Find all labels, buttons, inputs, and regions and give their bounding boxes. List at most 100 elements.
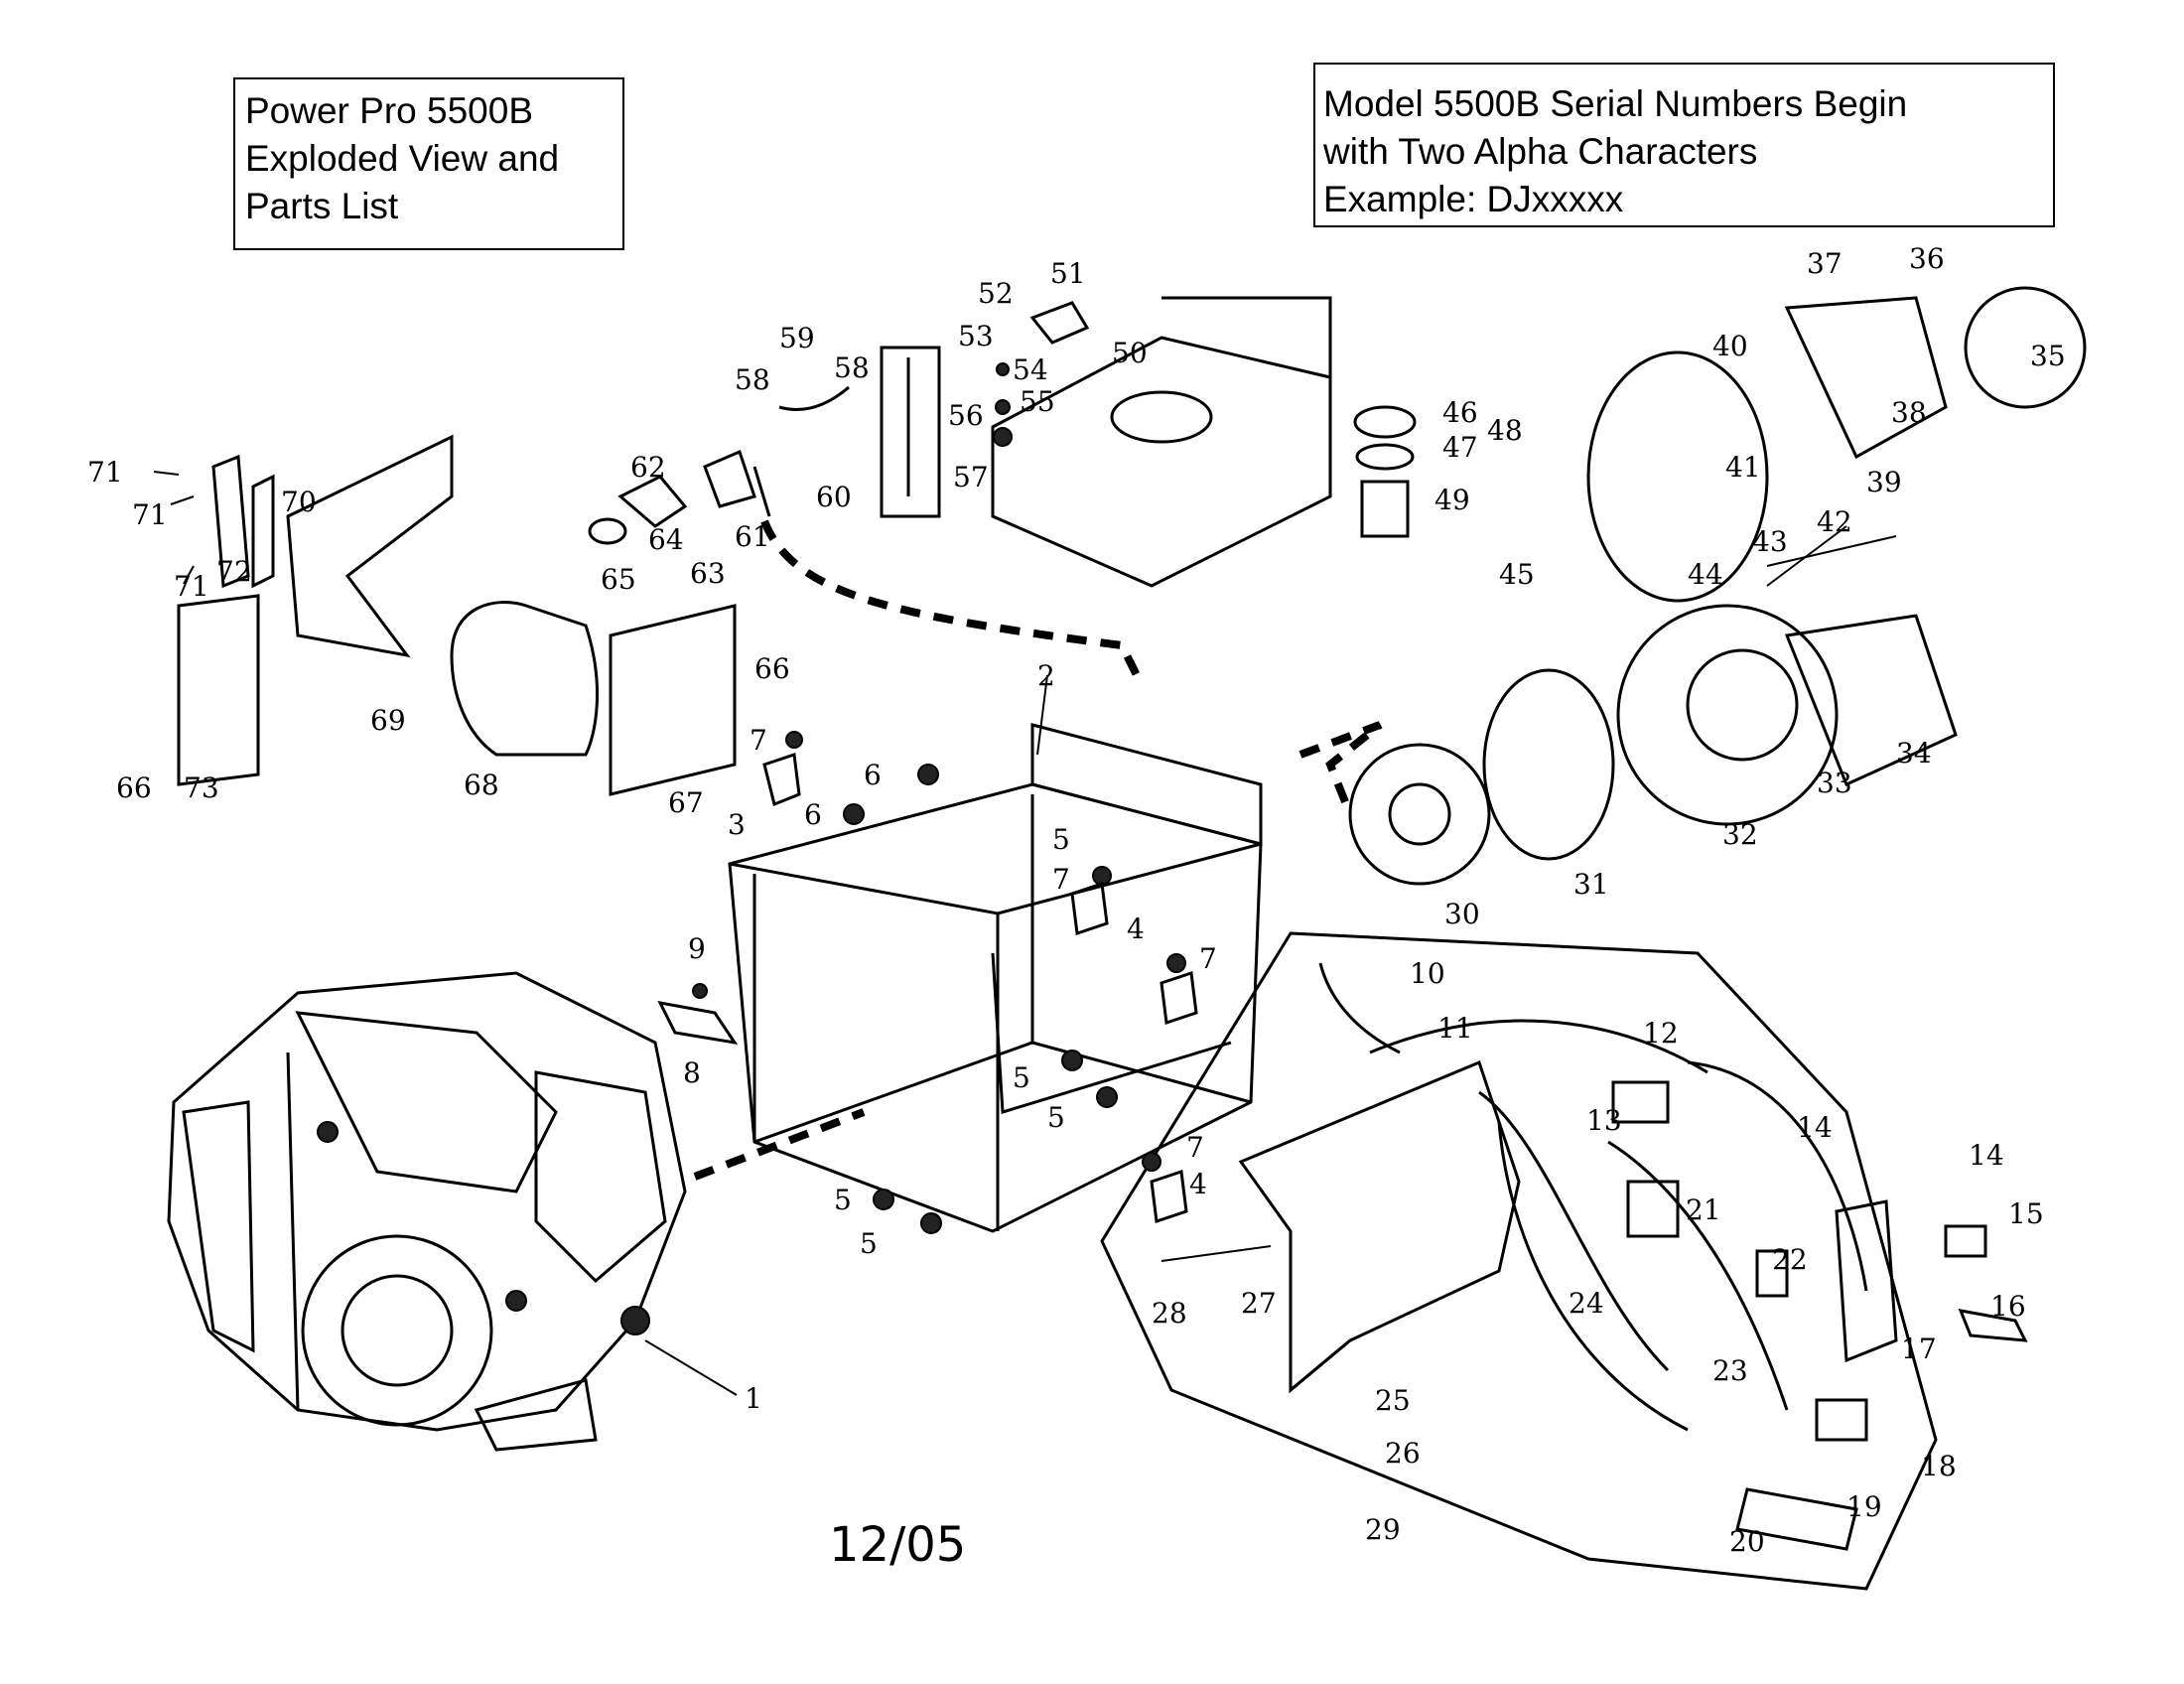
callout-number: 69 (370, 704, 406, 737)
fuel-cap-drawing (1353, 405, 1417, 538)
callout-number: 58 (735, 363, 770, 396)
callout-number: 61 (735, 520, 770, 553)
serial-note-line: with Two Alpha Characters (1323, 131, 1758, 172)
callout-number: 14 (1797, 1111, 1833, 1144)
callout-number: 14 (1969, 1139, 2004, 1172)
callout-number: 40 (1712, 330, 1748, 362)
fuel-valve-drawing (993, 301, 1090, 447)
callout-number: 5 (834, 1184, 852, 1216)
callout-number: 24 (1569, 1287, 1604, 1320)
callout-number: 5 (1047, 1101, 1065, 1134)
callout-number: 26 (1385, 1437, 1421, 1470)
callout-number: 11 (1437, 1012, 1473, 1045)
control-panel-drawing (1100, 931, 2028, 1591)
callout-number: 5 (1052, 823, 1070, 856)
serial-note-line: Model 5500B Serial Numbers Begin (1323, 83, 1908, 124)
callout-number: 9 (688, 932, 706, 965)
callout-number: 22 (1772, 1243, 1808, 1276)
callout-number: 60 (816, 481, 852, 513)
callout-number: 71 (132, 498, 168, 531)
callout-number: 62 (630, 451, 666, 484)
callout-number: 66 (116, 772, 152, 804)
callout-number: 66 (754, 652, 790, 685)
callout-number: 6 (804, 798, 822, 831)
callout-number: 3 (728, 808, 746, 841)
callout-number: 33 (1817, 767, 1852, 799)
leader-lines (153, 471, 1048, 1396)
callout-number: 63 (690, 557, 726, 590)
callout-number: 47 (1442, 431, 1478, 464)
assembly-arrows (693, 519, 1383, 1181)
title-line: Parts List (245, 186, 399, 226)
title-line: Power Pro 5500B (245, 90, 534, 131)
callout-number: 25 (1375, 1384, 1411, 1417)
callout-number: 7 (1186, 1131, 1204, 1164)
callout-number: 35 (2030, 340, 2066, 372)
callout-number: 39 (1866, 466, 1902, 498)
callout-number: 28 (1152, 1297, 1187, 1330)
callout-number: 73 (184, 772, 219, 804)
callout-number: 2 (1037, 659, 1055, 692)
callout-number: 46 (1442, 396, 1478, 429)
callout-number: 48 (1487, 414, 1523, 447)
callout-number: 68 (464, 769, 499, 801)
callout-number: 55 (1020, 385, 1055, 418)
revision-date: 12/05 (829, 1517, 967, 1573)
callout-number: 8 (683, 1056, 701, 1089)
callout-number: 21 (1686, 1193, 1721, 1226)
callout-number: 70 (281, 486, 317, 518)
callout-number: 12 (1643, 1017, 1679, 1050)
callout-number: 42 (1817, 505, 1852, 538)
callout-number: 64 (648, 523, 684, 556)
muffler-drawing (177, 434, 756, 796)
callout-number: 44 (1688, 558, 1723, 591)
callout-number: 53 (958, 320, 994, 352)
callout-number: 7 (1199, 942, 1217, 975)
callout-number: 54 (1013, 353, 1048, 386)
callout-number: 67 (668, 786, 704, 819)
diagram-title-box: Power Pro 5500B Exploded View and Parts … (233, 77, 624, 250)
callout-number: 23 (1712, 1354, 1748, 1387)
callout-number: 36 (1909, 242, 1945, 275)
title-line: Exploded View and (245, 138, 560, 179)
fastener-drawings (657, 731, 1198, 1234)
callout-number: 27 (1241, 1287, 1277, 1320)
callout-number: 29 (1365, 1513, 1401, 1546)
callout-number: 37 (1807, 247, 1843, 280)
callout-number: 56 (948, 399, 984, 432)
part-drawings (167, 286, 2087, 1591)
callout-number: 1 (745, 1382, 762, 1415)
callout-number: 32 (1722, 818, 1758, 851)
callout-number: 34 (1896, 737, 1932, 770)
callout-number: 17 (1901, 1333, 1937, 1365)
callout-number: 45 (1499, 558, 1535, 591)
callout-number: 31 (1573, 868, 1609, 901)
callout-number: 5 (1013, 1061, 1030, 1094)
callout-number: 72 (216, 555, 252, 588)
callout-number: 16 (1990, 1290, 2026, 1323)
callout-number: 58 (834, 351, 870, 384)
callout-number: 20 (1729, 1525, 1765, 1558)
frame-drawing (728, 723, 1263, 1233)
callout-numbers: 1 2 3 4 4 5 5 5 5 5 6 6 7 7 7 7 8 9 10 1… (87, 242, 2066, 1558)
callout-number: 50 (1112, 337, 1148, 369)
callout-number: 38 (1891, 396, 1927, 429)
callout-number: 71 (87, 456, 123, 489)
callout-number: 7 (1052, 863, 1070, 896)
callout-number: 10 (1410, 957, 1445, 990)
fuel-filter-drawing (752, 346, 941, 518)
callout-number: 7 (750, 724, 767, 757)
callout-number: 71 (174, 570, 209, 603)
callout-number: 65 (601, 563, 636, 596)
fuel-tank-drawing (991, 296, 1332, 588)
callout-number: 15 (2008, 1197, 2044, 1230)
serial-note-box: Model 5500B Serial Numbers Begin with Tw… (1313, 63, 2055, 227)
callout-number: 4 (1127, 912, 1145, 945)
callout-number: 5 (860, 1227, 878, 1260)
callout-number: 43 (1752, 525, 1788, 558)
callout-number: 13 (1586, 1104, 1622, 1137)
callout-number: 4 (1189, 1168, 1207, 1200)
callout-number: 49 (1434, 484, 1470, 516)
callout-number: 52 (978, 277, 1014, 310)
callout-number: 6 (864, 759, 882, 791)
